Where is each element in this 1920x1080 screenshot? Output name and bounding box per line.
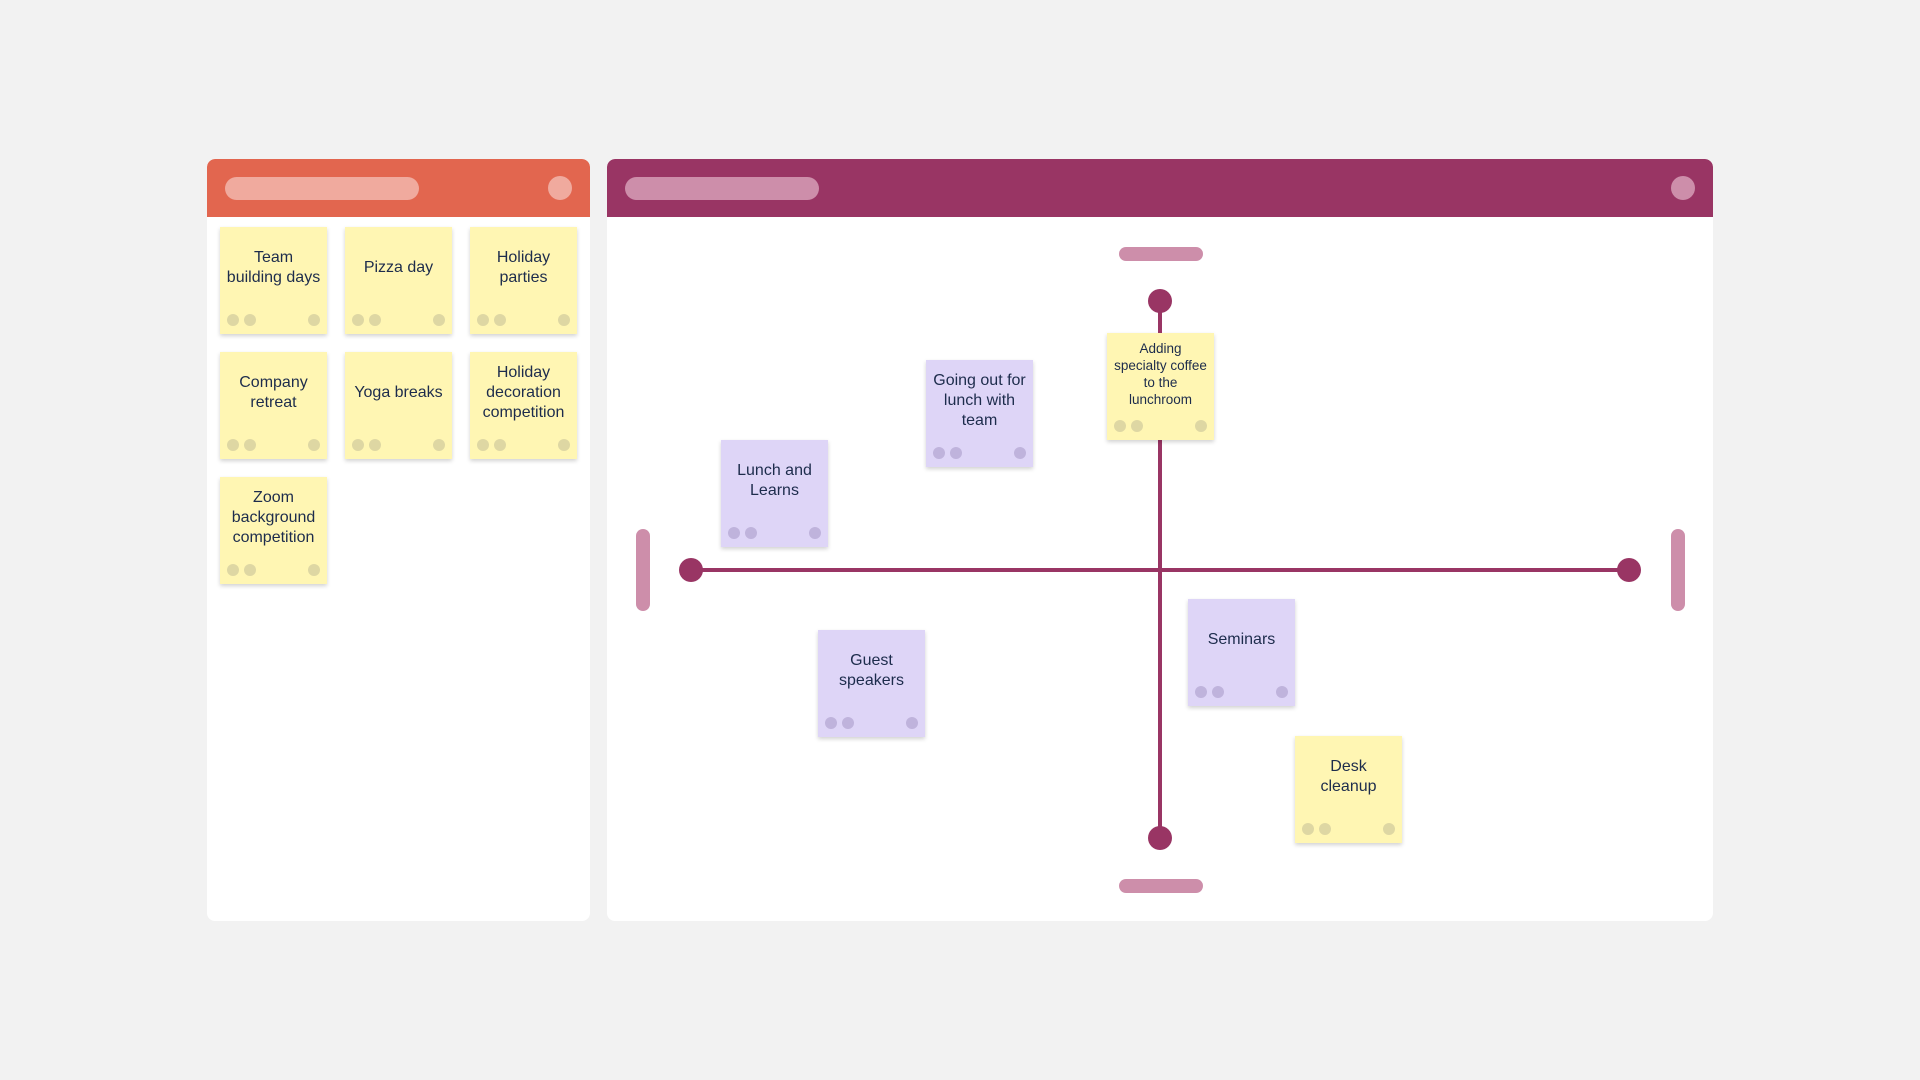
note-dot-icon <box>433 314 445 326</box>
sticky-note-text: Holiday decoration competition <box>482 363 565 421</box>
sticky-note-text: Guest speakers <box>839 651 904 689</box>
note-dot-icon <box>558 439 570 451</box>
sticky-note-holiday-decoration-competition[interactable]: Holiday decoration competition <box>470 352 577 459</box>
note-dot-icon <box>227 439 239 451</box>
backlog-menu-dot[interactable] <box>548 176 572 200</box>
sticky-note-lunch-and-learns[interactable]: Lunch and Learns <box>721 440 828 547</box>
sticky-note-text: Pizza day <box>363 258 434 276</box>
backlog-panel-header <box>207 159 590 217</box>
note-dot-icon <box>745 527 757 539</box>
sticky-note-seminars[interactable]: Seminars <box>1188 599 1295 706</box>
sticky-note-pizza-day[interactable]: Pizza day <box>345 227 452 334</box>
sticky-note-text: Lunch and Learns <box>737 461 812 499</box>
sticky-note-holiday-parties[interactable]: Holiday parties <box>470 227 577 334</box>
vertical-axis <box>1158 300 1162 839</box>
backlog-title-placeholder[interactable] <box>225 177 419 200</box>
note-dot-icon <box>1212 686 1224 698</box>
backlog-panel: Team building days Pizza day Holiday par… <box>207 159 590 921</box>
sticky-note-text: Company retreat <box>239 373 308 411</box>
sticky-note-text: Team building days <box>226 248 321 286</box>
note-dot-icon <box>308 564 320 576</box>
note-dot-icon <box>227 564 239 576</box>
note-dot-icon <box>308 314 320 326</box>
note-dot-icon <box>1014 447 1026 459</box>
note-dot-icon <box>825 717 837 729</box>
note-dot-icon <box>494 439 506 451</box>
note-dot-icon <box>369 439 381 451</box>
sticky-note-text: Desk cleanup <box>1320 757 1377 795</box>
note-dot-icon <box>1383 823 1395 835</box>
sticky-note-guest-speakers[interactable]: Guest speakers <box>818 630 925 737</box>
note-dot-icon <box>933 447 945 459</box>
vertical-axis-top-handle[interactable] <box>1148 289 1172 313</box>
note-dot-icon <box>1195 420 1207 432</box>
sticky-note-text: Yoga breaks <box>354 383 443 401</box>
sticky-note-text: Adding specialty coffee to the lunchroom <box>1114 340 1207 407</box>
note-dot-icon <box>906 717 918 729</box>
sticky-note-text: Going out for lunch with team <box>933 371 1026 429</box>
note-dot-icon <box>809 527 821 539</box>
note-dot-icon <box>369 314 381 326</box>
note-dot-icon <box>1276 686 1288 698</box>
sticky-note-desk-cleanup[interactable]: Desk cleanup <box>1295 736 1402 843</box>
matrix-menu-dot[interactable] <box>1671 176 1695 200</box>
sticky-note-specialty-coffee[interactable]: Adding specialty coffee to the lunchroom <box>1107 333 1214 440</box>
note-dot-icon <box>352 314 364 326</box>
matrix-panel-header <box>607 159 1713 217</box>
note-dot-icon <box>1302 823 1314 835</box>
note-dot-icon <box>308 439 320 451</box>
sticky-note-company-retreat[interactable]: Company retreat <box>220 352 327 459</box>
right-axis-label-placeholder[interactable] <box>1671 529 1685 611</box>
note-dot-icon <box>433 439 445 451</box>
note-dot-icon <box>728 527 740 539</box>
note-dot-icon <box>477 314 489 326</box>
note-dot-icon <box>244 564 256 576</box>
note-dot-icon <box>494 314 506 326</box>
sticky-note-team-building-days[interactable]: Team building days <box>220 227 327 334</box>
note-dot-icon <box>950 447 962 459</box>
note-dot-icon <box>558 314 570 326</box>
note-dot-icon <box>352 439 364 451</box>
note-dot-icon <box>842 717 854 729</box>
top-axis-label-placeholder[interactable] <box>1119 247 1203 261</box>
matrix-panel: Adding specialty coffee to the lunchroom… <box>607 159 1713 921</box>
sticky-note-zoom-background-competition[interactable]: Zoom background competition <box>220 477 327 584</box>
bottom-axis-label-placeholder[interactable] <box>1119 879 1203 893</box>
sticky-note-text: Seminars <box>1207 630 1276 648</box>
note-dot-icon <box>244 314 256 326</box>
left-axis-label-placeholder[interactable] <box>636 529 650 611</box>
note-dot-icon <box>1131 420 1143 432</box>
vertical-axis-bottom-handle[interactable] <box>1148 826 1172 850</box>
note-dot-icon <box>477 439 489 451</box>
sticky-note-text: Zoom background competition <box>231 488 316 546</box>
note-dot-icon <box>244 439 256 451</box>
horizontal-axis-left-handle[interactable] <box>679 558 703 582</box>
note-dot-icon <box>1319 823 1331 835</box>
note-dot-icon <box>227 314 239 326</box>
sticky-note-lunch-with-team[interactable]: Going out for lunch with team <box>926 360 1033 467</box>
note-dot-icon <box>1195 686 1207 698</box>
matrix-title-placeholder[interactable] <box>625 177 819 200</box>
note-dot-icon <box>1114 420 1126 432</box>
sticky-note-text: Holiday parties <box>496 248 551 286</box>
sticky-note-yoga-breaks[interactable]: Yoga breaks <box>345 352 452 459</box>
horizontal-axis-right-handle[interactable] <box>1617 558 1641 582</box>
